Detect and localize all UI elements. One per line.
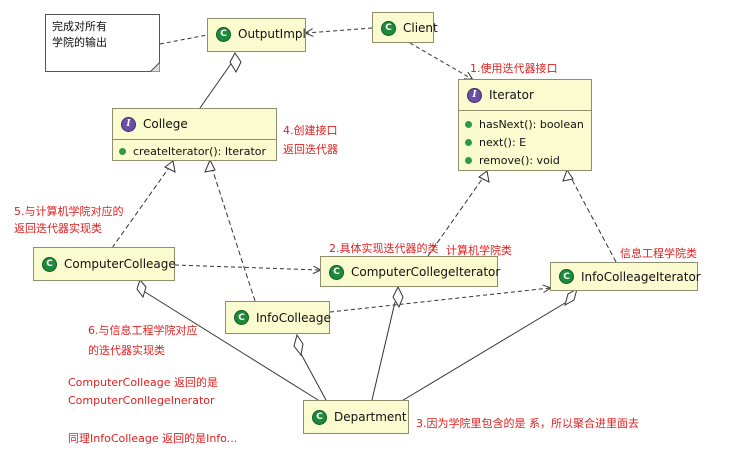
infocolleage-college-realization (209, 161, 256, 302)
operation-label: createIterator(): Iterator (133, 144, 267, 158)
class-name: Client (403, 21, 438, 35)
class-name: Department (334, 410, 407, 424)
public-method-icon (465, 120, 472, 128)
annotation-computer-college: 计算机学院类 (446, 244, 512, 257)
class-client[interactable]: C Client (372, 12, 438, 43)
class-computercolleage[interactable]: C ComputerColleage (33, 247, 176, 281)
annotation-use-iterator: 1.使用迭代器接口 (470, 62, 558, 75)
public-method-icon (119, 147, 126, 155)
operation-hasnext: hasNext(): boolean (465, 115, 585, 133)
aggregation-diamond (564, 287, 578, 307)
aggregation-diamond (392, 285, 404, 309)
annotation-computer-iterator-impl: 5.与计算机学院对应的 返回迭代器实现类 (14, 204, 124, 236)
class-icon: C (559, 269, 574, 284)
client-iterator-dependency (409, 42, 472, 79)
operation-next: next(): E (465, 133, 585, 151)
annotation-line: ComputerConllegeInerator (68, 394, 215, 407)
annotation-line: 返回迭代器 (283, 143, 338, 156)
operation-remove: remove(): void (465, 151, 585, 169)
class-name: Iterator (489, 88, 534, 102)
outputimpl-college-aggregation (199, 57, 236, 109)
computercolleage-college-realization (111, 161, 174, 249)
realization-triangle (562, 168, 574, 182)
aggregation-diamond (136, 279, 147, 299)
class-infocolleageiterator[interactable]: C InfoColleageIterator (550, 262, 701, 291)
class-name: InfoColleage (256, 310, 331, 325)
annotation-line: ComputerColleage 返回的是 (68, 376, 218, 389)
annotation-same-for-info: 同理InfoColleage 返回的是Info... (68, 432, 238, 445)
class-icon: C (381, 20, 396, 36)
note-output-all: 完成对所有 学院的输出 (45, 14, 160, 72)
class-name: ComputerCollegeIterator (351, 265, 501, 279)
computercolleage-iterator-dependency (174, 264, 320, 270)
note-fold-icon (150, 62, 160, 72)
class-name: College (143, 117, 188, 131)
annotation-computercolleage-returns: ComputerColleage 返回的是 ComputerConllegeIn… (68, 374, 218, 410)
computeriterator-department-aggregation (371, 301, 396, 401)
class-computercollegeiterator[interactable]: C ComputerCollegeIterator (320, 256, 501, 287)
class-icon: C (42, 256, 57, 272)
note-link-line (159, 34, 208, 45)
class-infocolleage[interactable]: C InfoColleage (225, 301, 331, 334)
interface-icon: I (467, 87, 482, 103)
operation-createiterator: createIterator(): Iterator (119, 142, 270, 160)
class-icon: C (312, 409, 327, 425)
annotation-line: 的迭代器实现类 (88, 344, 165, 357)
infoiterator-iterator-realization (567, 171, 617, 263)
realization-triangle (478, 170, 490, 183)
client-outputimpl-dependency (306, 27, 373, 33)
computeriterator-iterator-realization (427, 171, 488, 257)
annotation-info-college: 信息工程学院类 (620, 247, 697, 260)
operation-label: hasNext(): boolean (479, 117, 584, 131)
aggregation-diamond (229, 52, 242, 74)
annotation-line: 返回迭代器实现类 (14, 222, 102, 235)
realization-triangle (204, 158, 216, 173)
class-department[interactable]: C Department (303, 400, 409, 434)
annotation-info-iterator-impl: 6.与信息工程学院对应 的迭代器实现类 (88, 323, 198, 358)
annotation-aggregation-reason: 3.因为学院里包含的是 系，所以聚合进里面去 (416, 417, 639, 430)
computercolleage-department-aggregation (144, 291, 319, 401)
public-method-icon (465, 156, 472, 164)
infocolleage-iterator-dependency (329, 288, 550, 313)
interface-iterator[interactable]: I Iterator hasNext(): boolean next(): E … (458, 79, 592, 171)
compartment-divider (459, 110, 591, 111)
realization-triangle (164, 160, 176, 173)
class-icon: C (329, 264, 344, 280)
note-line-2: 学院的输出 (52, 36, 107, 49)
annotation-line: 4.创建接口 (283, 124, 338, 137)
operation-label: next(): E (479, 135, 527, 149)
operation-label: remove(): void (479, 153, 560, 167)
class-outputimpl[interactable]: C OutputImpl (207, 18, 306, 52)
class-name: OutputImpl (238, 27, 306, 41)
class-name: ComputerColleage (64, 257, 176, 271)
class-icon: C (234, 310, 249, 325)
infoiterator-department-aggregation (399, 302, 566, 403)
note-line-1: 完成对所有 (52, 20, 107, 33)
annotation-line: 6.与信息工程学院对应 (88, 324, 198, 337)
annotation-line: 5.与计算机学院对应的 (14, 205, 124, 218)
public-method-icon (465, 138, 472, 146)
interface-icon: I (121, 116, 136, 132)
class-name: InfoColleageIterator (581, 269, 701, 284)
interface-college[interactable]: I College createIterator(): Iterator (112, 108, 277, 161)
class-icon: C (216, 26, 231, 42)
annotation-create-interface: 4.创建接口 返回迭代器 (283, 123, 338, 157)
compartment-divider (113, 139, 276, 140)
infocolleage-department-aggregation (299, 351, 327, 401)
aggregation-diamond (293, 333, 304, 357)
annotation-concrete-iterator: 2.具体实现迭代器的类 (329, 242, 439, 255)
